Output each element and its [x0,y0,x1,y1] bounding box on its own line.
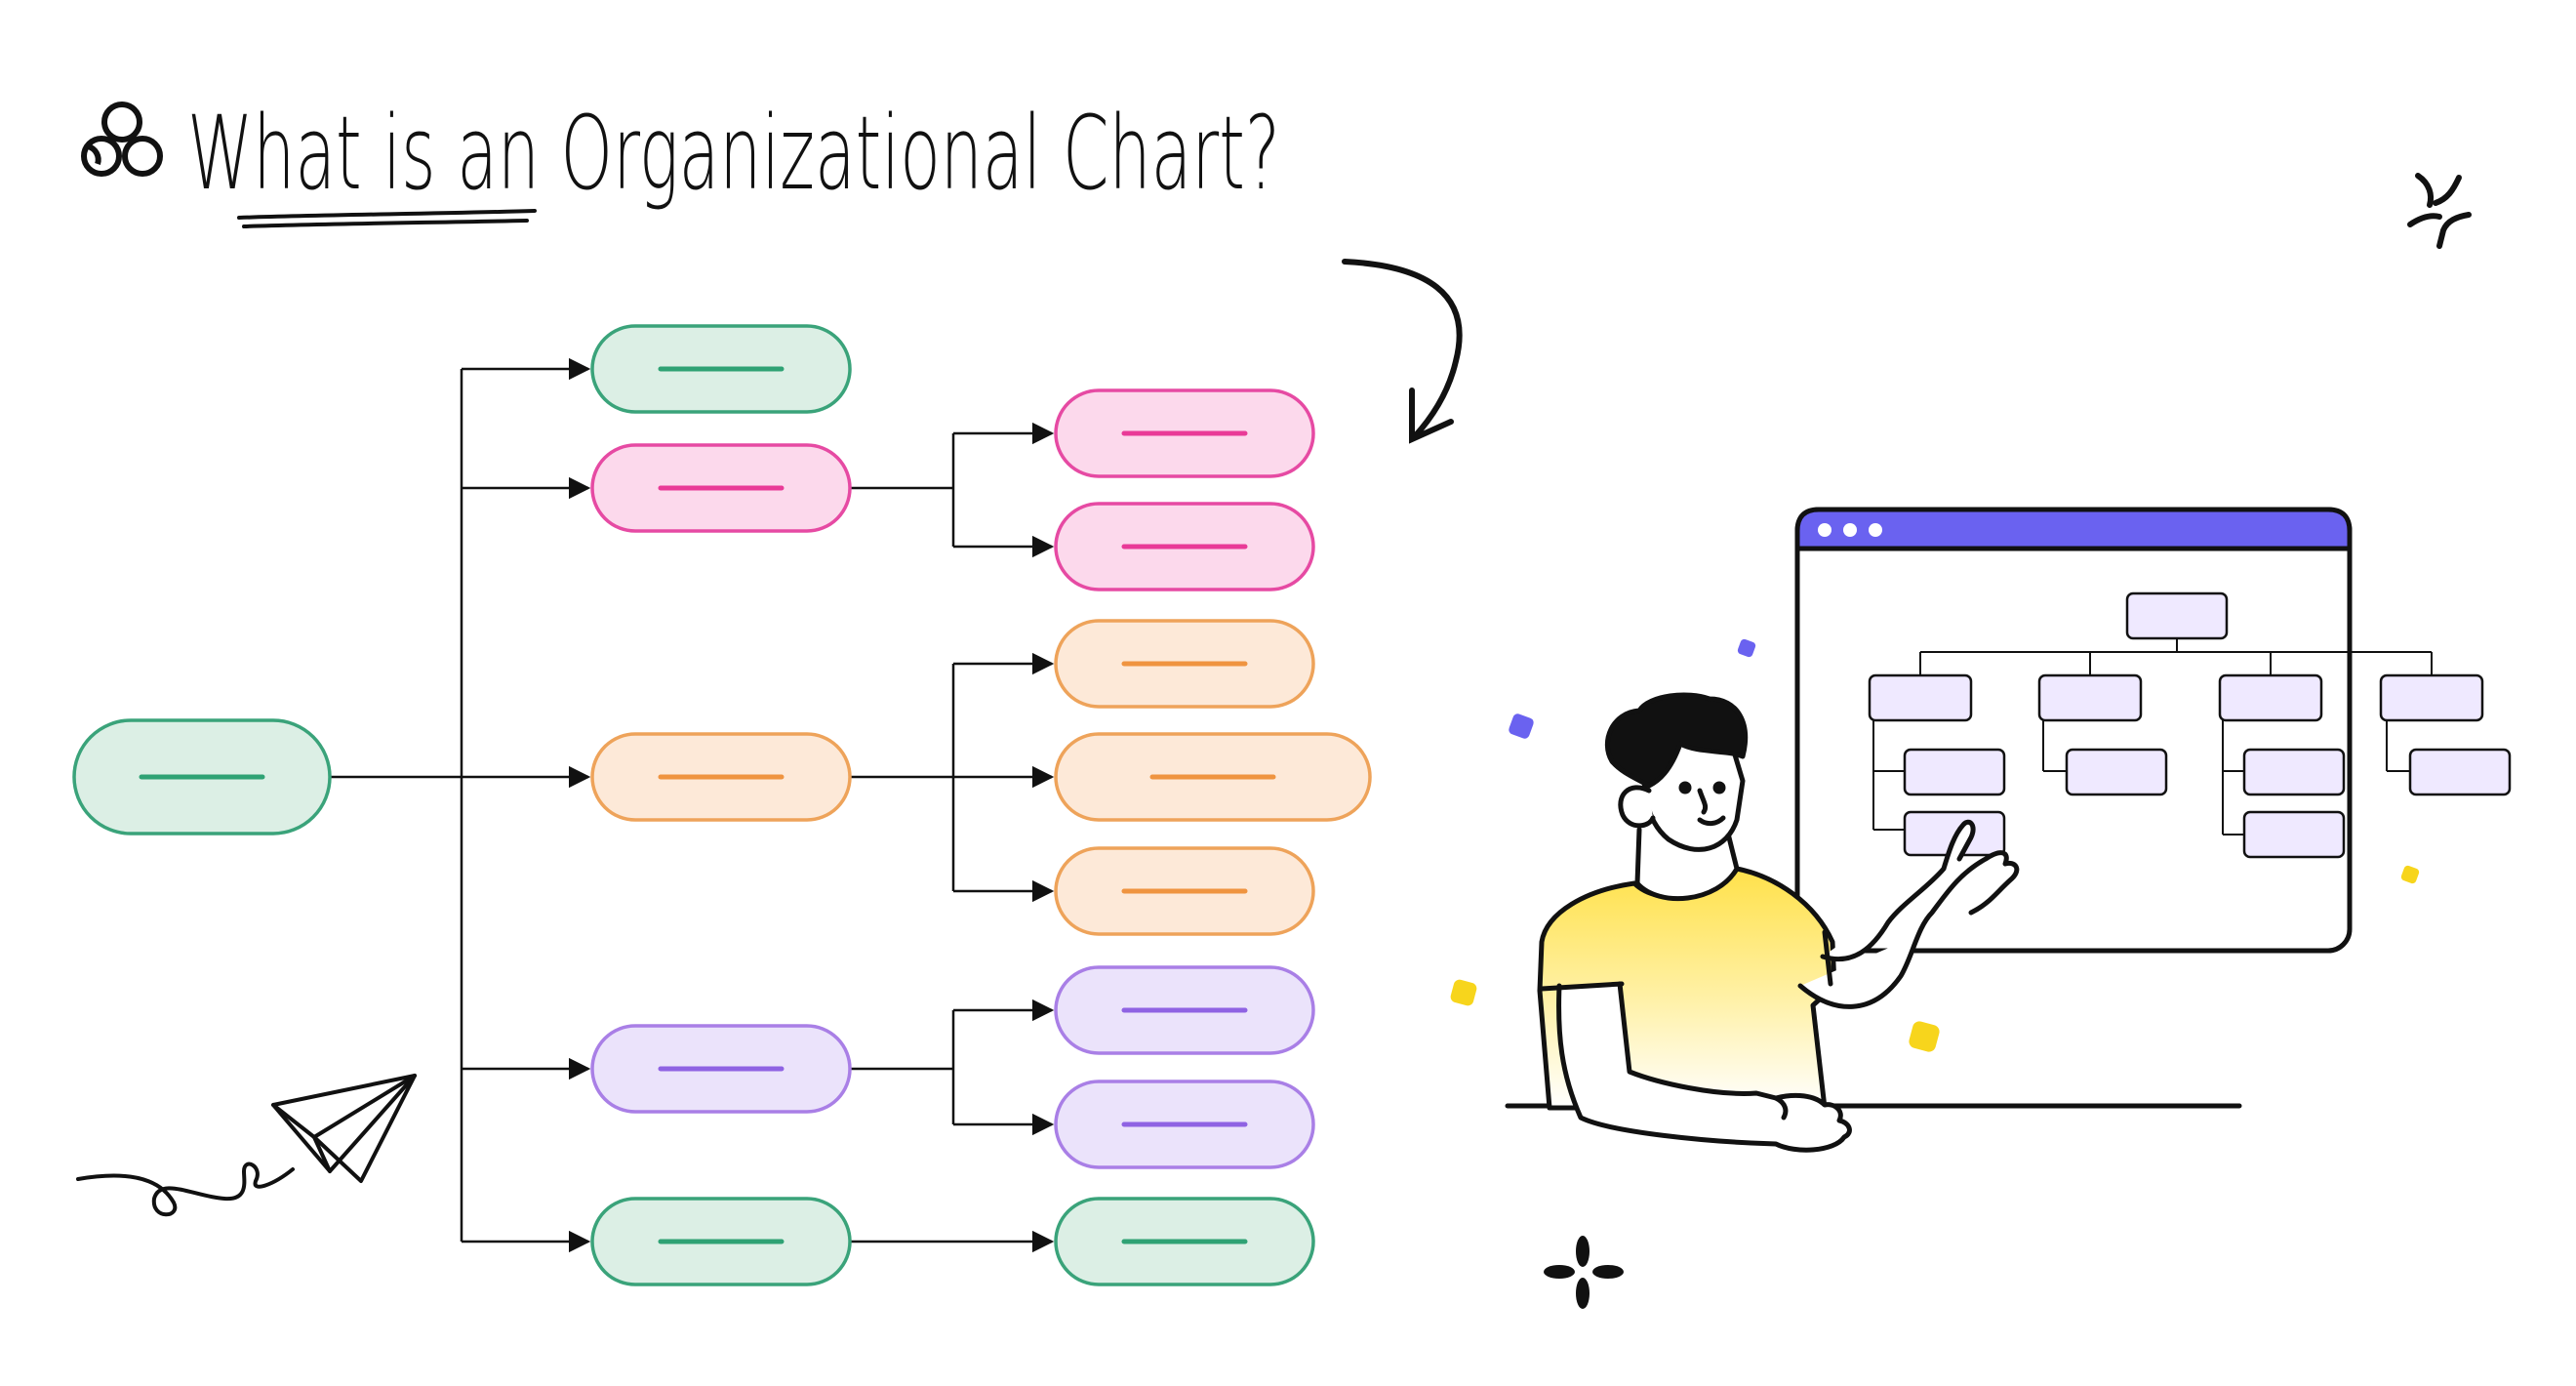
org-node-level1[interactable] [590,324,852,414]
window-titlebar [1794,507,2353,551]
org-chart [72,324,1372,1286]
org-node-level2[interactable] [1054,1197,1315,1286]
person-illustration [1505,692,2242,1153]
mini-org-box [2242,810,2346,859]
mini-org-box [1868,673,1973,722]
title-underline [237,209,537,228]
paper-plane-icon [76,1074,417,1217]
browser-window [1794,507,2353,954]
org-node-level1[interactable] [590,1197,852,1286]
mini-org-box [2218,673,2323,722]
org-node-level2[interactable] [1054,619,1315,709]
org-node-level1[interactable] [590,732,852,822]
mini-org-box [2379,673,2484,722]
mini-org-box [2242,748,2346,796]
org-node-level2[interactable] [1054,388,1315,478]
org-node-level2[interactable] [1054,732,1372,822]
confetti [1450,638,2420,1052]
title-group: What is an Organizational Chart? [81,94,1280,228]
mini-org-box [2125,591,2229,640]
org-chart-connectors [330,357,1055,1253]
mini-org-box [2408,748,2512,796]
org-node-level1[interactable] [590,443,852,533]
org-node-level2[interactable] [1054,502,1315,591]
org-node-root[interactable] [72,718,332,836]
org-node-level1[interactable] [590,1024,852,1114]
sparkle-icon [1544,1236,1624,1309]
window-control-dot[interactable] [1843,523,1857,537]
org-node-level2[interactable] [1054,1080,1315,1169]
mini-org-box [2065,748,2168,796]
hair [1604,692,1749,789]
mini-org-box [1903,748,2006,796]
org-node-level2[interactable] [1054,965,1315,1055]
window-control-dot[interactable] [1869,523,1882,537]
org-node-level2[interactable] [1054,846,1315,936]
mini-org-box [2037,673,2143,722]
window-control-dot[interactable] [1818,523,1831,537]
org-logo-icon [81,102,163,177]
burst-icon [2407,173,2472,249]
page-title: What is an Organizational Chart? [187,94,1280,213]
curved-arrow-icon [1342,259,1463,444]
